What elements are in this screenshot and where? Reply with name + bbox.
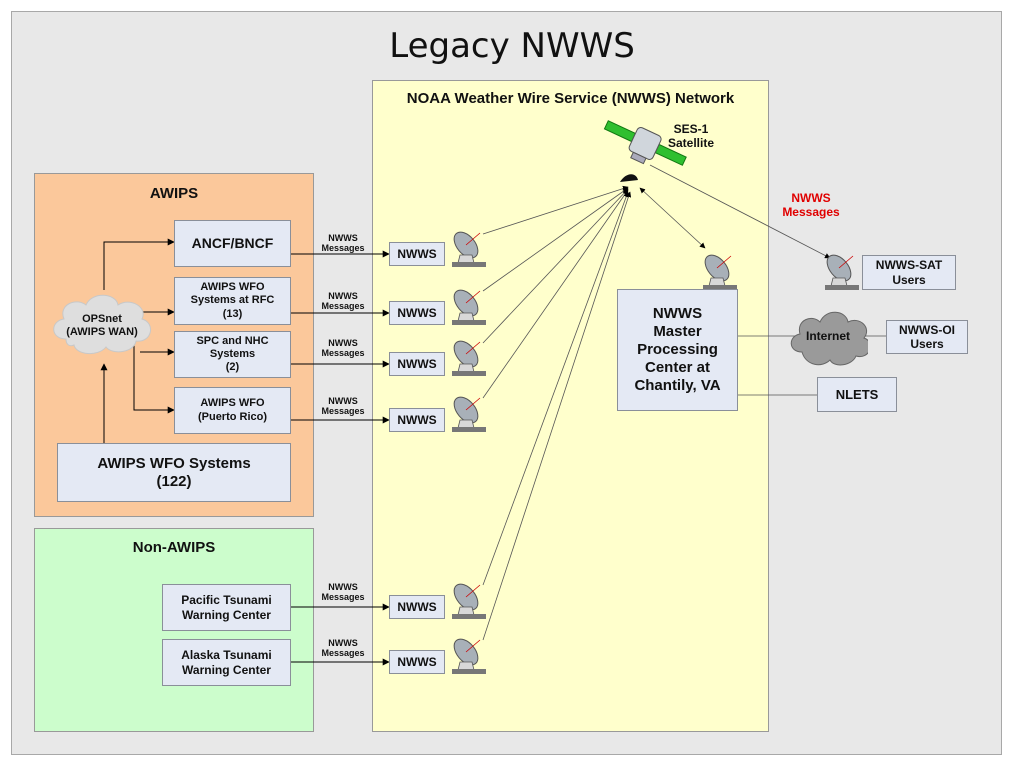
msg-label: NWWS Messages — [321, 291, 365, 312]
sat-messages-label: NWWS Messages — [782, 191, 840, 220]
nwws-terminal: NWWS — [389, 242, 445, 266]
nwws-terminal: NWWS — [389, 408, 445, 432]
satellite-dish-icon — [452, 396, 486, 432]
satellite-dish-icon — [452, 340, 486, 376]
nwws-terminal: NWWS — [389, 301, 445, 325]
page-title: Legacy NWWS — [389, 26, 635, 66]
msg-label: NWWS Messages — [321, 396, 365, 417]
alaska-tsunami-box: Alaska Tsunami Warning Center — [162, 639, 291, 686]
ancf-bncf-box: ANCF/BNCF — [174, 220, 291, 267]
msg-label: NWWS Messages — [321, 338, 365, 359]
satellite-icon — [603, 120, 687, 182]
nwws-sat-users-box: NWWS-SAT Users — [862, 255, 956, 290]
satellite-dish-icon — [452, 289, 486, 325]
opsnet-label: OPSnet (AWIPS WAN) — [66, 313, 138, 339]
satellite-dish-icon — [452, 231, 486, 267]
msg-label: NWWS Messages — [321, 233, 365, 254]
satellite-dish-icon — [452, 638, 486, 674]
nlets-box: NLETS — [817, 377, 897, 412]
awips-region-title: AWIPS — [149, 185, 199, 202]
opsnet-cloud — [53, 294, 151, 354]
msg-label: NWWS Messages — [321, 582, 365, 603]
satellite-dish-icon — [452, 583, 486, 619]
master-processing-center-box: NWWS Master Processing Center at Chantil… — [617, 289, 738, 411]
awips-wfo-rfc-box: AWIPS WFO Systems at RFC (13) — [174, 277, 291, 325]
satellite-dish-icon — [703, 254, 737, 290]
opsnet-to-pr-arrow — [133, 340, 175, 414]
non-awips-region-title: Non-AWIPS — [132, 539, 216, 556]
pacific-tsunami-box: Pacific Tsunami Warning Center — [162, 584, 291, 631]
internet-label: Internet — [805, 329, 850, 343]
nwws-terminal: NWWS — [389, 650, 445, 674]
nwws-network-region-title: NOAA Weather Wire Service (NWWS) Network — [406, 90, 735, 107]
spc-nhc-box: SPC and NHC Systems (2) — [174, 331, 291, 378]
awips-wfo-systems-box: AWIPS WFO Systems (122) — [57, 443, 291, 502]
satellite-label: SES-1 Satellite — [667, 122, 715, 151]
nwws-oi-users-box: NWWS-OI Users — [886, 320, 968, 354]
internet-cloud — [790, 311, 868, 366]
nwws-terminal: NWWS — [389, 595, 445, 619]
satellite-dish-icon — [825, 254, 859, 290]
awips-wfo-puerto-rico-box: AWIPS WFO (Puerto Rico) — [174, 387, 291, 434]
msg-label: NWWS Messages — [321, 638, 365, 659]
opsnet-to-ancf-arrow — [103, 238, 175, 290]
nwws-terminal: NWWS — [389, 352, 445, 376]
